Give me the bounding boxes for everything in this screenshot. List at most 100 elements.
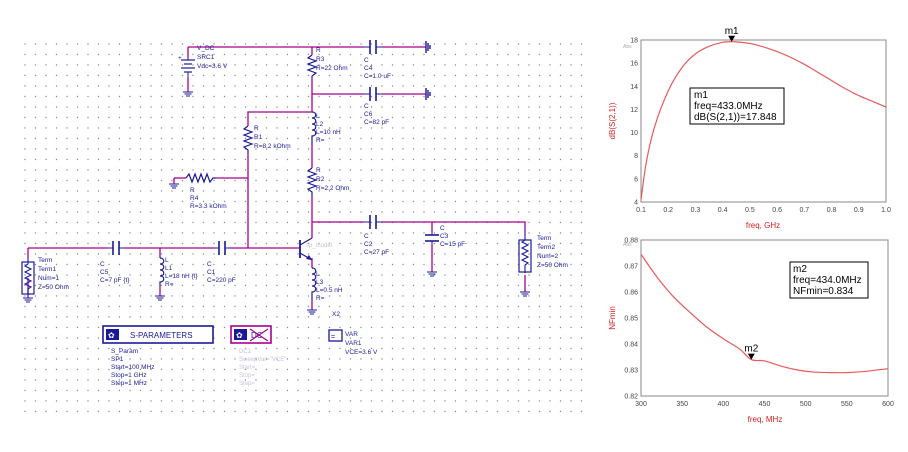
plot2-series-line: [640, 253, 889, 374]
c4-type: C: [364, 57, 369, 64]
capacitor-c6[interactable]: C C6 C=82 pF: [364, 87, 431, 126]
plot1-ylabel: dB(S(2,1)): [608, 102, 617, 139]
y-tick-label: 0.87: [624, 264, 638, 271]
dc-id: DC1: [239, 349, 252, 355]
l1-type: L: [165, 257, 169, 264]
c1-type: C: [207, 261, 212, 268]
inductor-l3[interactable]: L L3 L=0.5 nH R=: [306, 267, 343, 315]
port-term1[interactable]: Term Term1 Num=1 Z=50 Ohm: [21, 257, 69, 303]
l1-r: R=: [165, 281, 174, 288]
m2-label: m2: [744, 344, 758, 355]
y-tick-label: 12: [630, 107, 638, 114]
m2-readout-freq: freq=434.0MHz: [793, 275, 862, 286]
port-term2[interactable]: Term Term2 Num=2 Z=50 Ohm: [518, 232, 568, 297]
transistor-x2[interactable]: sp_model X2: [299, 237, 340, 318]
c5-id: C5: [100, 269, 109, 276]
c2-type: C: [364, 233, 369, 240]
x-tick-label: 300: [635, 401, 647, 408]
m2-marker[interactable]: [747, 353, 755, 360]
sparam-step: Step=1 MHz: [111, 380, 147, 387]
c3-type: C: [440, 225, 445, 232]
x-tick-label: 0.8: [827, 207, 837, 214]
x-tick-label: 450: [759, 401, 771, 408]
l3-value: L=0.5 nH: [316, 287, 343, 294]
x-tick-label: 0.9: [854, 207, 864, 214]
c1-value: C=220 pF: [207, 277, 236, 284]
y-tick-label: 10: [630, 130, 638, 137]
y-tick-label: 4: [634, 200, 638, 207]
m1-marker[interactable]: [728, 35, 736, 42]
l3-r: R=: [316, 295, 325, 302]
r4-type: R: [190, 187, 195, 194]
transistor-model: sp_model: [306, 243, 332, 249]
x-tick-label: 0.7: [799, 207, 809, 214]
gear-icon: ✿: [108, 331, 115, 340]
c5-type: C: [100, 261, 105, 268]
capacitor-c2[interactable]: C C2 C=27 pF: [364, 215, 389, 256]
capacitor-c4[interactable]: C C4 C=1.0 uF: [364, 40, 431, 80]
dc-stop: Stop=: [239, 373, 255, 379]
x-tick-label: 600: [882, 401, 894, 408]
c3-value: C=15 pF: [440, 241, 465, 248]
capacitor-c5[interactable]: C C5 C=7 pF {t}: [100, 241, 130, 284]
var-block[interactable]: = VAR VAR1 VCE=3.6 V: [328, 329, 378, 356]
resistor-r4[interactable]: R R4 R=3.3 kOhm: [168, 172, 227, 210]
term1-id: Term1: [38, 266, 56, 273]
r3-type: R: [316, 47, 321, 54]
inductor-l1[interactable]: L L1 L=18 nH {t} R=: [154, 257, 199, 301]
r1-value: R=8.2 kOhm: [254, 143, 291, 150]
x-tick-label: 0.1: [636, 207, 646, 214]
plot1-xlabel: freq, GHz: [746, 221, 780, 230]
m1-label: m1: [725, 26, 739, 37]
capacitor-c3[interactable]: C C3 C=15 pF: [425, 225, 465, 277]
l1-id: L1: [165, 265, 173, 272]
capacitor-c1[interactable]: C C1 C=220 pF: [207, 241, 236, 284]
r1-type: R: [254, 125, 259, 132]
sparam-start: Start=100 MHz: [111, 364, 155, 371]
m1-readout-value: dB(S(2,1))=17.848: [694, 112, 777, 123]
resistor-r1[interactable]: R R1 R=8.2 kOhm: [242, 125, 291, 154]
m1-readout-box[interactable]: m1 freq=433.0MHz dB(S(2,1))=17.848: [689, 87, 785, 125]
schematic-canvas[interactable]: + V_DC SRC1 Vdc=3.6 V R R3 R=22 Ohm C C4…: [0, 0, 600, 452]
l2-value: L=10 nH: [316, 129, 341, 136]
dc-label: DC: [251, 331, 263, 340]
dc-start: Start=: [239, 365, 256, 371]
x-tick-label: 0.5: [745, 207, 755, 214]
resistor-r2[interactable]: R R2 R=2.2 Ohm: [306, 167, 349, 196]
dc-controller[interactable]: ✿ DC DC1 SweepVar="VCE" Start= Stop= Ste…: [230, 325, 286, 387]
svg-text:+: +: [178, 55, 182, 62]
dc-source-src1[interactable]: + V_DC SRC1 Vdc=3.6 V: [178, 45, 228, 97]
sparameters-controller[interactable]: ✿ S-PARAMETERS S_Param SP1 Start=100 MHz…: [102, 325, 214, 387]
resistor-r3[interactable]: R R3 R=22 Ohm: [306, 47, 348, 78]
c3-id: C3: [440, 233, 449, 240]
x-tick-label: 1.0: [881, 207, 891, 214]
l2-type: L: [316, 113, 320, 120]
vdc-value: Vdc=3.6 V: [197, 63, 228, 70]
dc-step: Step=: [239, 381, 255, 387]
sparam-label: S-PARAMETERS: [130, 331, 193, 340]
m2-readout-box[interactable]: m2 freq=434.0MHz NFmin=0.834: [789, 261, 869, 299]
r2-id: R2: [316, 176, 325, 183]
inductor-l2[interactable]: L L2 L=10 nH R=: [311, 111, 341, 145]
plot2-ylabel: NFmin: [608, 306, 617, 330]
term2-id: Term2: [537, 244, 555, 251]
term1-name: Term: [38, 257, 52, 264]
y-tick-label: 8: [634, 153, 638, 160]
x-tick-label: 350: [676, 401, 688, 408]
x-tick-label: 0.6: [772, 207, 782, 214]
y-tick-label: 6: [634, 176, 638, 183]
r1-id: R1: [254, 134, 263, 141]
m1-readout-freq: freq=433.0MHz: [694, 101, 763, 112]
plot2-unit-label: Abs: [623, 242, 632, 248]
r3-id: R3: [316, 56, 325, 63]
term2-z: Z=50 Ohm: [537, 262, 568, 269]
y-tick-label: 16: [630, 61, 638, 68]
l3-type: L: [316, 271, 320, 278]
grid-background: [22, 36, 588, 420]
